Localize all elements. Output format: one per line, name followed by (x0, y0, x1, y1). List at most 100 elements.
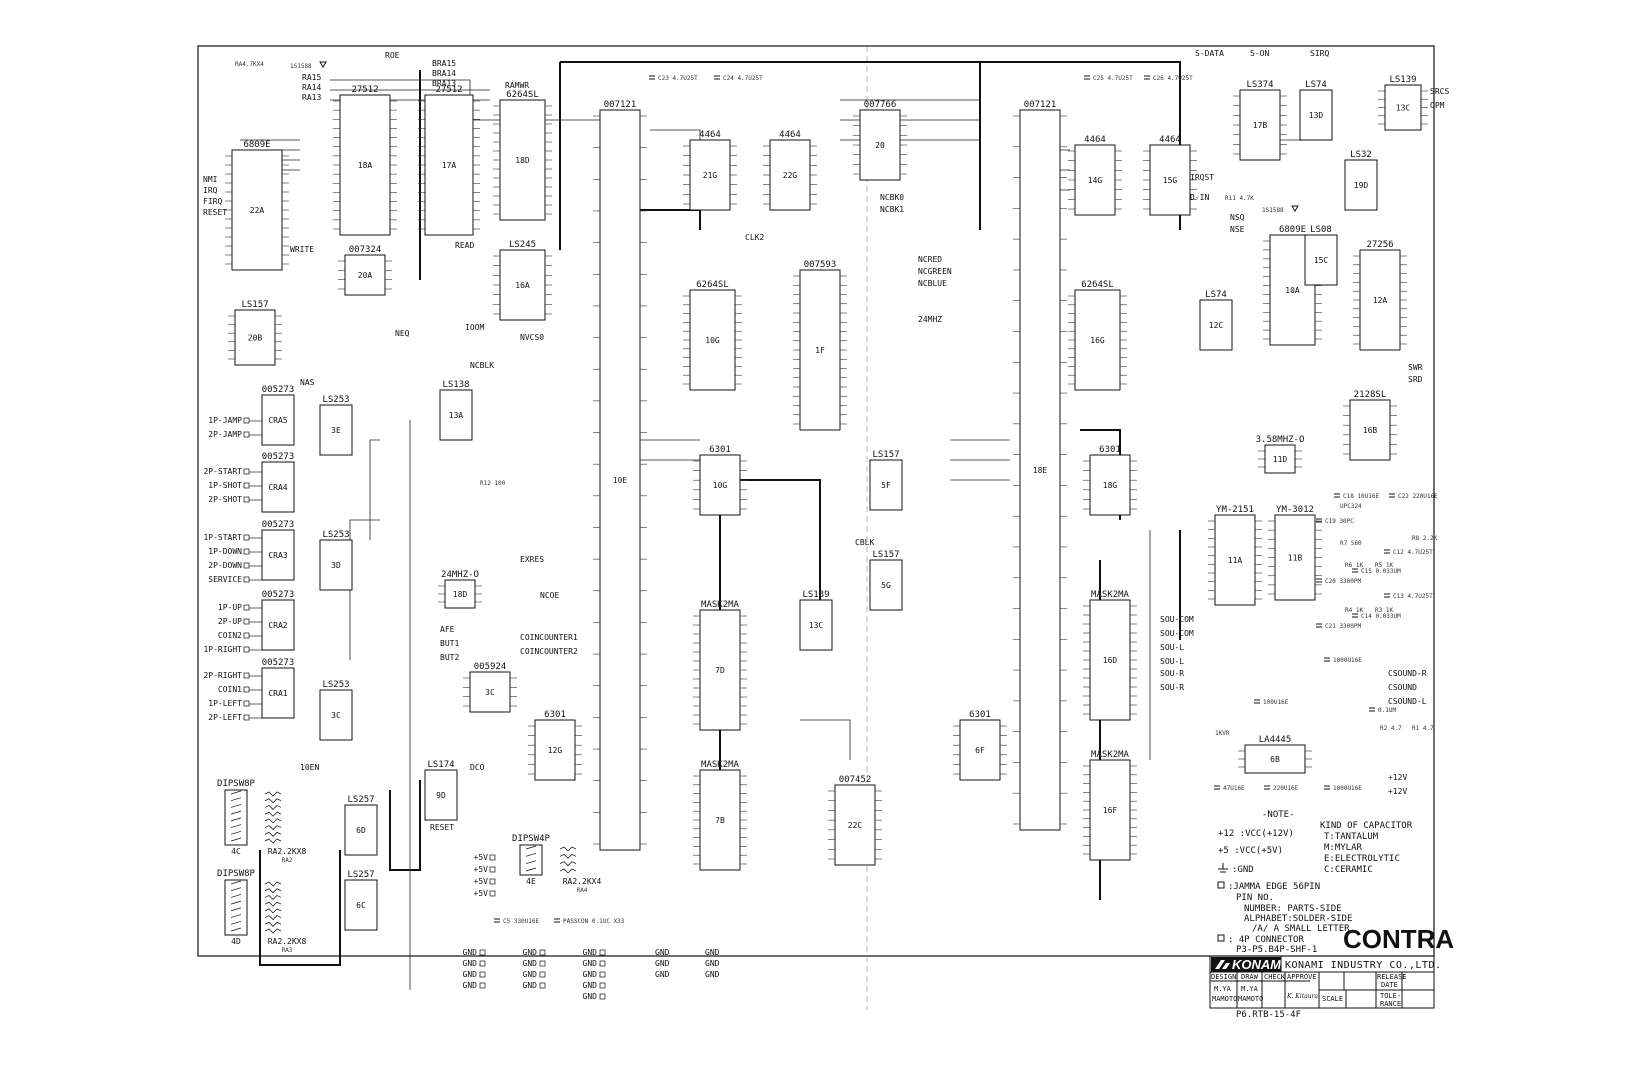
chip-location: 16F (1103, 806, 1118, 815)
chip-location: 1F (815, 346, 825, 355)
chip-location: 3C (485, 688, 495, 697)
drawing-title: CONTRA (1343, 924, 1454, 954)
capacitor-label: C26 4.7U25T (1153, 75, 1193, 82)
note-cap-1: M:MYLAR (1324, 843, 1363, 853)
ground-icon (1218, 863, 1228, 873)
resistor-icon (264, 888, 282, 894)
capacitor-label: C18 10U16E (1343, 493, 1380, 500)
chip-name: 6301 (1099, 445, 1121, 455)
resistor-icon (264, 908, 282, 914)
opamp-label: UPC324 (1340, 503, 1362, 510)
gnd-pin-label: GND (583, 948, 598, 957)
logic-ic-name: LS253 (322, 680, 349, 690)
chip-name: 6809E (1279, 225, 1306, 235)
chip-location: 7D (715, 666, 725, 675)
capacitor-label: C15 0.033UM (1361, 568, 1401, 575)
cpu-signal-label: RESET (203, 208, 227, 217)
logic-ic-location: 3D (331, 561, 341, 570)
resistor-label: R12 100 (480, 480, 506, 487)
connector-pin-icon (243, 618, 250, 625)
chip-name: MASK2MA (701, 760, 740, 770)
chip-body (1149, 144, 1191, 216)
signal-label: NAS (300, 378, 315, 387)
signal-label: SWR (1408, 363, 1423, 372)
chip-name: 4464 (1084, 135, 1106, 145)
resistor-icon (264, 811, 282, 817)
connector-pin-icon (599, 971, 606, 978)
resistor-label: R4 1K (1345, 607, 1363, 614)
chip-location: 15G (1163, 176, 1178, 185)
sound-input-label: SOU-COM (1160, 615, 1194, 624)
gnd-pin-label: GND (463, 981, 478, 990)
capacitor-label: C22 220U16E (1398, 493, 1438, 500)
jamma-input: 2P-START (203, 467, 262, 476)
logic-ic-name: LS138 (442, 380, 469, 390)
chip-location: 13C (1396, 104, 1411, 113)
chip-name: 27256 (1366, 240, 1393, 250)
jamma-input-label: 1P-RIGHT (203, 645, 242, 654)
chip-name: 6301 (969, 710, 991, 720)
chip-location: 22C (848, 821, 863, 830)
connector-pin-icon (489, 854, 496, 861)
chip-body (959, 719, 1001, 781)
capacitor: PASSCON 0.1UC X33 (554, 918, 625, 925)
signal-label: 10EN (300, 763, 319, 772)
company-name: KONAMI INDUSTRY CO.,LTD. (1285, 960, 1442, 971)
resistor-icon (559, 861, 577, 867)
jamma-input-label: 2P-UP (218, 617, 242, 626)
resistor-icon (264, 901, 282, 907)
logic-ic-location: 15C (1314, 256, 1329, 265)
logic-ic-name: LS257 (347, 870, 374, 880)
logic-ic-location: 5F (881, 481, 891, 490)
dipswitch-location: 4E (526, 877, 536, 886)
connector-pin-icon (479, 949, 486, 956)
chip-location: 7B (715, 816, 725, 825)
signal-label: S-DATA (1195, 49, 1224, 58)
dipswitch-location: 4C (231, 847, 241, 856)
signal-label: EXRES (520, 555, 544, 564)
chip-body (834, 784, 876, 866)
jamma-input: 2P-LEFT (208, 713, 262, 722)
dipswitch-location: 4D (231, 937, 241, 946)
cpu-signal-label: NMI (203, 175, 218, 184)
chip-location: 10A (1285, 286, 1300, 295)
resistor-icon (559, 853, 577, 859)
resistor-label: R5 1K (1375, 562, 1393, 569)
logic-ic-location: 9D (436, 791, 446, 800)
note-pin-2: /A/ A SMALL LETTER (1252, 924, 1350, 934)
coin-counter-label: COINCOUNTER2 (520, 647, 578, 656)
chip-name: LS374 (1246, 80, 1273, 90)
capacitor: 47U16E (1214, 785, 1245, 792)
chip-body (344, 254, 386, 296)
signal-label: NCBLK (470, 361, 494, 370)
logic-ic-name: LS257 (347, 795, 374, 805)
capacitor-label: 47U16E (1223, 785, 1245, 792)
connector-pin-icon (489, 866, 496, 873)
sound-output-label: +12V (1388, 773, 1407, 782)
logic-ic-location: 13C (809, 621, 824, 630)
rom-address-label: RA13 (302, 93, 321, 102)
tb-design-name-2: MAMOTO (1212, 995, 1237, 1003)
jamma-input-label: 1P-UP (218, 603, 242, 612)
tb-release-2: DATE (1381, 981, 1398, 989)
gnd-connector-label: GND (705, 948, 720, 957)
resistor-icon (264, 921, 282, 927)
chip-name: 6301 (709, 445, 731, 455)
connector-pin-icon (243, 700, 250, 707)
connector-pin-icon (243, 548, 250, 555)
capacitor-label: 220U16E (1273, 785, 1299, 792)
resistor-icon (264, 915, 282, 921)
rom-address-label: RA14 (302, 83, 321, 92)
